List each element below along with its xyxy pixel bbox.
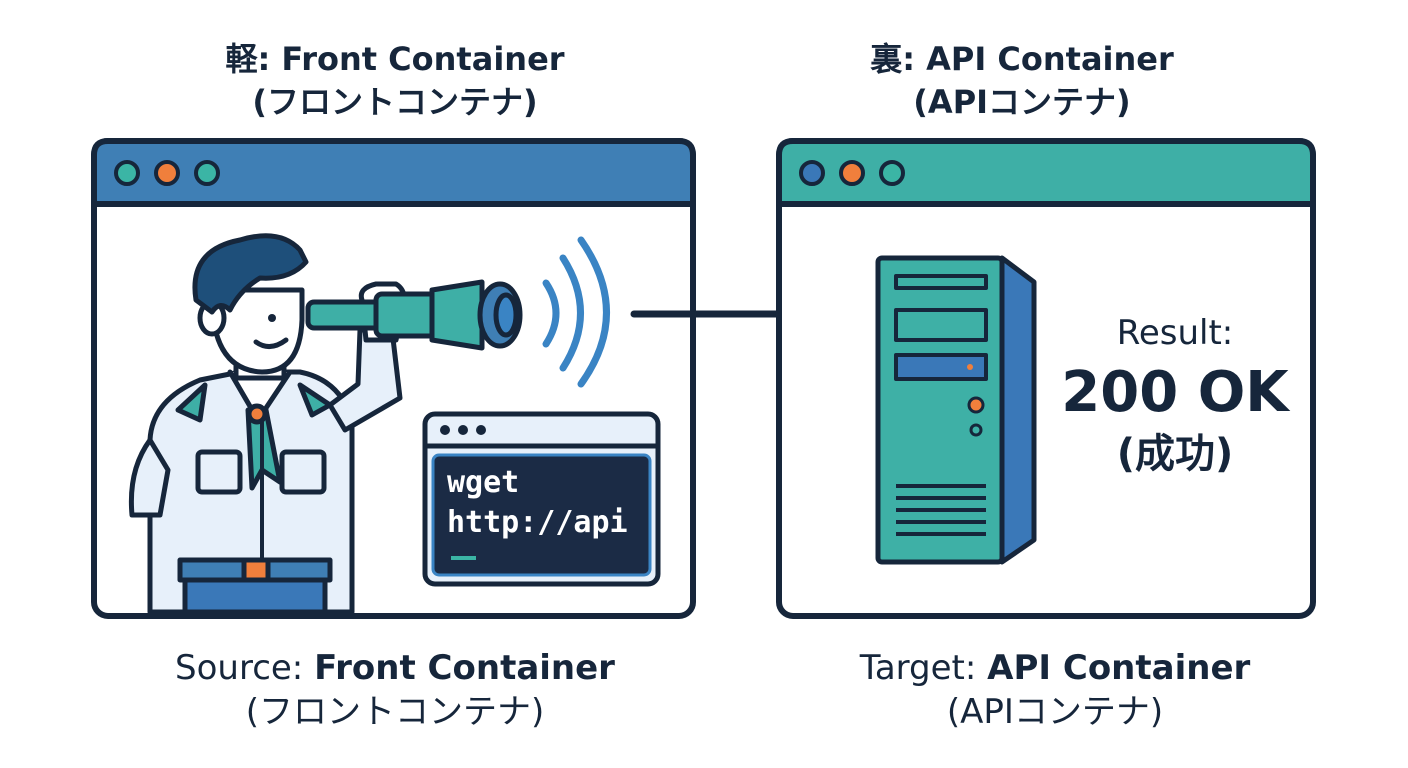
window-dot-icon[interactable] bbox=[194, 160, 220, 186]
front-heading: 軽: Front Container (フロントコンテナ) bbox=[97, 38, 693, 124]
signal-waves-icon bbox=[542, 236, 610, 388]
terminal-line1: wget bbox=[447, 465, 519, 500]
window-dot-icon[interactable] bbox=[879, 160, 905, 186]
person-with-telescope bbox=[128, 233, 407, 615]
window-dot-icon[interactable] bbox=[154, 160, 180, 186]
window-dot-icon[interactable] bbox=[839, 160, 865, 186]
front-caption-line1: Source: Front Container bbox=[97, 646, 693, 690]
terminal-line2: http://api bbox=[447, 505, 628, 540]
front-heading-line1: 軽: Front Container bbox=[225, 40, 565, 78]
front-caption-name: Front Container bbox=[314, 648, 615, 688]
terminal-window: wget http://api bbox=[422, 411, 661, 587]
front-heading-line2: (フロントコンテナ) bbox=[252, 83, 538, 122]
api-heading: 裏: API Container (APIコンテナ) bbox=[762, 38, 1282, 124]
result-code: 200 OK bbox=[1061, 359, 1289, 425]
window-dot-icon[interactable] bbox=[114, 160, 140, 186]
api-heading-line2: (APIコンテナ) bbox=[913, 83, 1131, 122]
api-heading-line1: 裏: API Container bbox=[870, 40, 1174, 78]
api-caption: Target: API Container (APIコンテナ) bbox=[762, 646, 1348, 734]
window-dot-icon[interactable] bbox=[799, 160, 825, 186]
result-label: Result: bbox=[1116, 313, 1234, 353]
result-block: Result: 200 OK (成功) bbox=[1040, 313, 1310, 478]
server-tower-icon bbox=[875, 255, 1037, 565]
terminal-dot-icon bbox=[476, 425, 486, 435]
front-caption-prefix: Source: bbox=[175, 648, 315, 688]
result-note: (成功) bbox=[1116, 430, 1234, 477]
front-caption: Source: Front Container (フロントコンテナ) bbox=[97, 646, 693, 734]
api-caption-name: API Container bbox=[987, 648, 1251, 688]
terminal-dot-icon bbox=[458, 425, 468, 435]
api-caption-prefix: Target: bbox=[859, 648, 988, 688]
api-caption-line1: Target: API Container bbox=[762, 646, 1348, 690]
telescope-icon bbox=[305, 279, 523, 351]
front-titlebar bbox=[91, 138, 696, 207]
api-caption-line2: (APIコンテナ) bbox=[946, 692, 1164, 733]
front-caption-line2: (フロントコンテナ) bbox=[245, 692, 545, 733]
terminal-dot-icon bbox=[440, 425, 450, 435]
